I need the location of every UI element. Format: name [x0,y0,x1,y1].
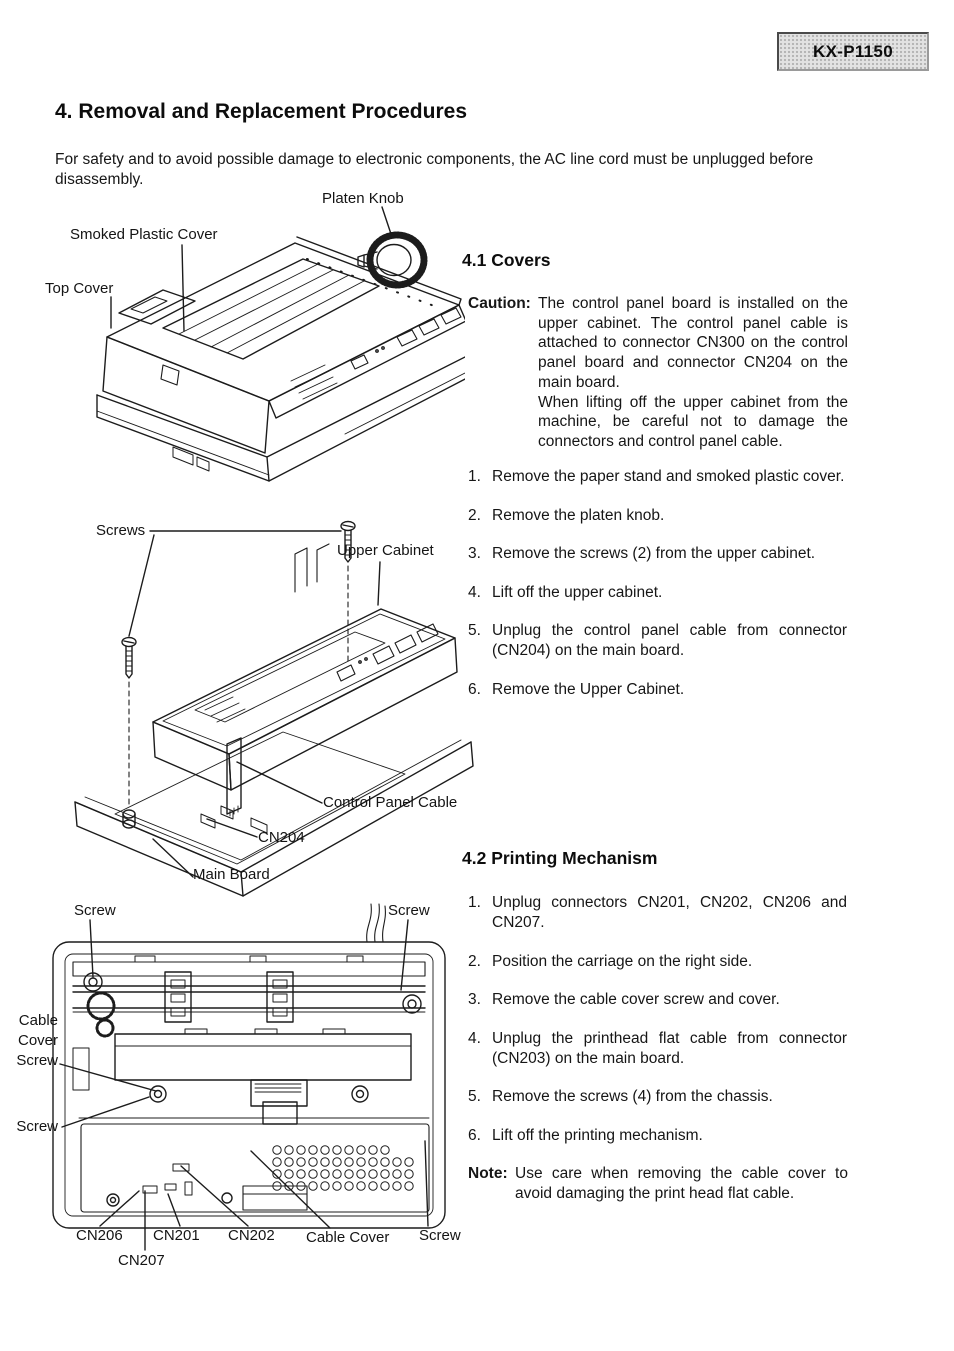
step-number: 4. [468,1029,481,1047]
page-title: 4. Removal and Replacement Procedures [55,100,467,123]
label-main-board: Main Board [193,866,270,883]
label-cn202: CN202 [228,1227,275,1244]
step-text: Position the carriage on the right side. [492,952,753,970]
label-control-panel-cable: Control Panel Cable [323,794,458,811]
model-badge: KX-P1150 [777,32,929,71]
list-item: 5. Remove the screws (4) from the chassi… [468,1087,847,1107]
section-heading-printing-mechanism: 4.2 Printing Mechanism [462,848,658,868]
step-number: 3. [468,545,481,562]
step-number: 2. [468,952,481,970]
list-item: 2. Remove the platen knob. [468,506,847,526]
list-item: 4. Unplug the printhead flat cable from … [468,1029,847,1069]
list-item: 4. Lift off the upper cabinet. [468,583,847,603]
list-item: 6. Remove the Upper Cabinet. [468,680,847,700]
label-platen-knob: Platen Knob [322,190,404,207]
printer-overview-drawing [45,185,465,515]
label-cable-cover-screw-line3: Screw [16,1052,58,1069]
list-item: 3. Remove the cable cover screw and cove… [468,990,847,1010]
printing-mechanism-drawing [15,898,465,1288]
list-item: 2. Position the carriage on the right si… [468,952,847,972]
covers-steps-list: 1. Remove the paper stand and smoked pla… [468,467,847,700]
step-number: 1. [468,468,481,485]
label-cable-cover-screw: Cable Cover Screw [0,1011,58,1071]
label-cable-cover-screw-line1: Cable [18,1012,58,1029]
step-text: Remove the paper stand and smoked plasti… [492,468,845,485]
label-screw-left: Screw [16,1118,58,1135]
label-cable-cover: Cable Cover [306,1229,390,1246]
label-screw-top-right: Screw [388,902,430,919]
section-heading-covers: 4.1 Covers [462,250,551,270]
list-item: 1. Remove the paper stand and smoked pla… [468,467,847,487]
step-text: Unplug the printhead flat cable from con… [492,1029,847,1067]
caution-block: Caution: The control panel board is inst… [468,294,848,452]
caution-text: The control panel board is installed on … [468,294,848,452]
step-text: Unplug the control panel cable from conn… [492,622,847,659]
step-number: 5. [468,1088,481,1105]
intro-paragraph: For safety and to avoid possible damage … [55,151,814,188]
label-cn207: CN207 [118,1252,165,1269]
caution-paragraph-2: When lifting off the upper cabinet from … [538,393,848,450]
note-block: Note: Use care when removing the cable c… [468,1164,848,1203]
label-cable-cover-screw-line2: Cover [17,1032,58,1049]
list-item: 1. Unplug connectors CN201, CN202, CN206… [468,893,847,933]
note-label: Note: [468,1165,508,1182]
step-number: 5. [468,622,481,639]
label-cn204: CN204 [258,829,305,846]
step-number: 1. [468,894,481,911]
step-text: Lift off the upper cabinet. [492,583,663,601]
upper-cabinet-removal-drawing [55,512,475,897]
label-upper-cabinet: Upper Cabinet [337,542,434,559]
step-text: Remove the screws (2) from the upper cab… [492,545,816,562]
step-text: Remove the cable cover screw and cover. [492,991,780,1008]
label-cn206: CN206 [76,1227,123,1244]
label-screw-top-left: Screw [74,902,116,919]
caution-paragraph-1: The control panel board is installed on … [538,295,848,391]
list-item: 6. Lift off the printing mechanism. [468,1126,847,1146]
step-text: Remove the screws (4) from the chassis. [492,1088,773,1105]
note-paragraph: Use care when removing the cable cover t… [515,1165,848,1202]
step-text: Unplug connectors CN201, CN202, CN206 an… [492,894,847,931]
step-text: Lift off the printing mechanism. [492,1126,703,1144]
caution-label: Caution: [468,295,531,312]
step-number: 4. [468,583,481,601]
label-cn201: CN201 [153,1227,200,1244]
step-number: 2. [468,506,481,524]
printing-mechanism-steps-list: 1. Unplug connectors CN201, CN202, CN206… [468,893,847,1146]
step-number: 6. [468,1126,481,1144]
label-top-cover: Top Cover [45,280,114,297]
step-number: 6. [468,680,481,698]
step-text: Remove the Upper Cabinet. [492,680,685,698]
list-item: 3. Remove the screws (2) from the upper … [468,544,847,564]
label-screw-bottom-right: Screw [419,1227,461,1244]
step-number: 3. [468,991,481,1008]
note-text: Use care when removing the cable cover t… [468,1164,848,1203]
list-item: 5. Unplug the control panel cable from c… [468,621,847,661]
label-screws: Screws [96,522,146,539]
step-text: Remove the platen knob. [492,506,665,524]
label-smoked-plastic-cover: Smoked Plastic Cover [70,226,218,243]
